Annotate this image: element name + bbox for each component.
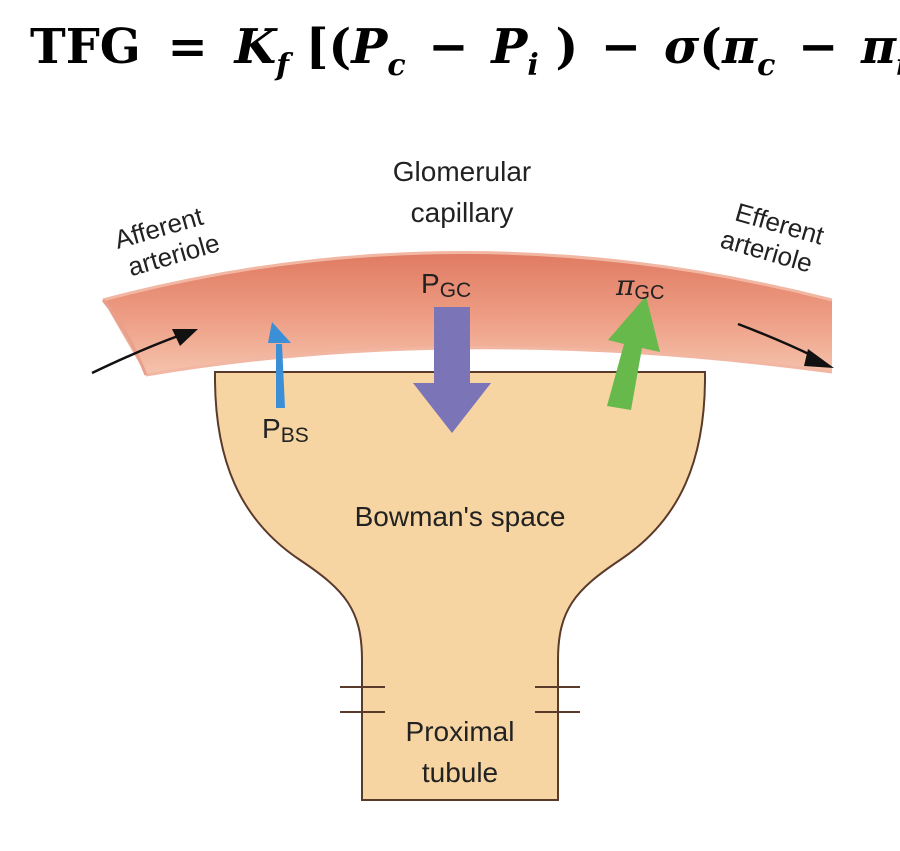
proximal-label-line1: Proximal: [406, 716, 515, 747]
equation-pc: P: [349, 19, 389, 75]
tubule-break-marks: [340, 686, 580, 713]
afferent-flow-arrow: [91, 329, 198, 375]
pbs-label-sub: BS: [281, 424, 309, 447]
equation-open-paren-2: (: [699, 19, 722, 75]
equation-pi: P: [489, 19, 529, 75]
equation-open-bracket: [(: [306, 19, 351, 75]
capillary-top-wall: [102, 251, 833, 302]
capillary-bottom-wall: [145, 346, 833, 377]
glomerular-capillary-label: Glomerular capillary: [393, 156, 531, 228]
glomerular-label-line2: capillary: [411, 197, 514, 228]
equation-pic: π: [721, 19, 758, 75]
efferent-flow-arrow: [737, 322, 834, 368]
pbs-label-main: P: [262, 413, 281, 444]
filtration-equation: TFG = Kf [(Pc − Pi ) − σ(πc − πi)]: [30, 19, 900, 87]
proximal-label-line2: tubule: [422, 757, 498, 788]
equation-kf-sub: f: [274, 48, 294, 83]
equation-kf: K: [232, 19, 278, 75]
svg-text:TFG = Kf [(P: TFG = Kf [(Pc − Pi ) − σ(πc − πi)]: [30, 19, 900, 87]
bowmans-capsule: [213, 371, 707, 801]
equation-close-paren: ): [555, 19, 578, 75]
pgc-label-main: P: [421, 268, 440, 299]
afferent-end-cap: [101, 299, 148, 376]
pbs-arrow: [268, 322, 291, 408]
equation-pii: π: [860, 19, 897, 75]
equation-lhs: TFG: [30, 19, 141, 75]
equation-sigma: σ: [664, 19, 700, 75]
equation-pc-sub: c: [387, 48, 405, 83]
afferent-arteriole-label: Afferent arteriole: [111, 201, 223, 282]
pbs-label: PBS: [262, 413, 309, 447]
pigc-arrow: [607, 296, 660, 410]
glomerular-label-line1: Glomerular: [393, 156, 531, 187]
equation-pii-sub: i: [896, 48, 900, 83]
equation-minus-1: −: [428, 19, 468, 75]
pigc-label-sub: GC: [634, 282, 664, 304]
equation-equals: =: [168, 19, 208, 75]
pgc-label-sub: GC: [440, 279, 472, 302]
equation-minus-3: −: [798, 19, 838, 75]
pigc-label-main: π: [615, 269, 635, 302]
efferent-arteriole-label: Efferent arteriole: [717, 197, 828, 279]
pgc-label: PGC: [421, 268, 471, 302]
proximal-tubule-label: Proximal tubule: [406, 716, 515, 788]
pigc-label: πGC: [615, 269, 664, 304]
equation-pi-sub: i: [527, 48, 538, 83]
equation-minus-2: −: [601, 19, 641, 75]
pgc-arrow: [413, 307, 491, 433]
bowmans-space-label: Bowman's space: [355, 501, 566, 532]
equation-pic-sub: c: [757, 48, 775, 83]
